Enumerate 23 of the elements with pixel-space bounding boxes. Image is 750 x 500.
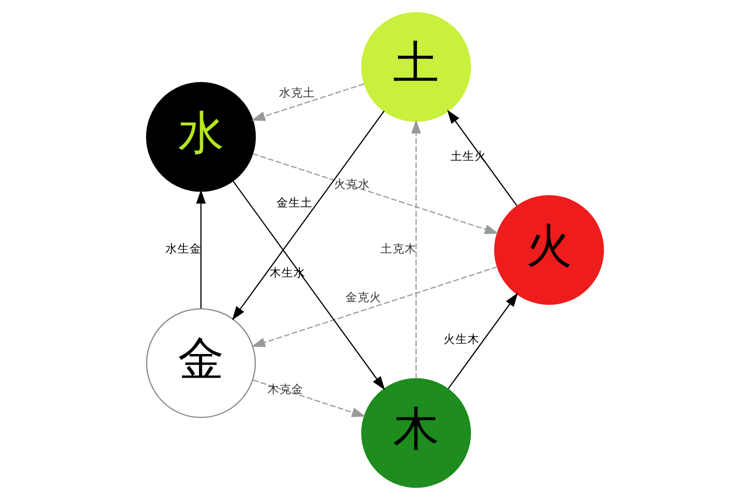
arrow xyxy=(232,180,385,390)
arrow xyxy=(196,190,206,308)
edge-label: 水克土 xyxy=(278,86,315,100)
arrow xyxy=(252,379,366,417)
edge-label: 金克火 xyxy=(345,290,382,304)
node-circle: 火 xyxy=(494,195,604,305)
node-circle: 金 xyxy=(146,308,256,418)
edge-label: 木克金 xyxy=(268,382,304,396)
edge-label: 金生土 xyxy=(276,196,313,210)
arrow xyxy=(252,153,499,234)
edge-label: 火克水 xyxy=(334,177,370,192)
arrow xyxy=(448,292,518,390)
edge-label: 火生木 xyxy=(444,332,480,346)
arrow xyxy=(447,110,518,206)
arrow xyxy=(232,110,385,320)
node-circle: 水 xyxy=(146,82,256,192)
edge-label: 水生金 xyxy=(166,241,202,256)
node-circle: 木 xyxy=(361,378,471,488)
arrow xyxy=(411,120,421,379)
arrow xyxy=(251,266,498,348)
node-circle: 土 xyxy=(361,12,471,122)
arrow xyxy=(251,83,364,121)
edge-label: 土克木 xyxy=(380,241,417,256)
